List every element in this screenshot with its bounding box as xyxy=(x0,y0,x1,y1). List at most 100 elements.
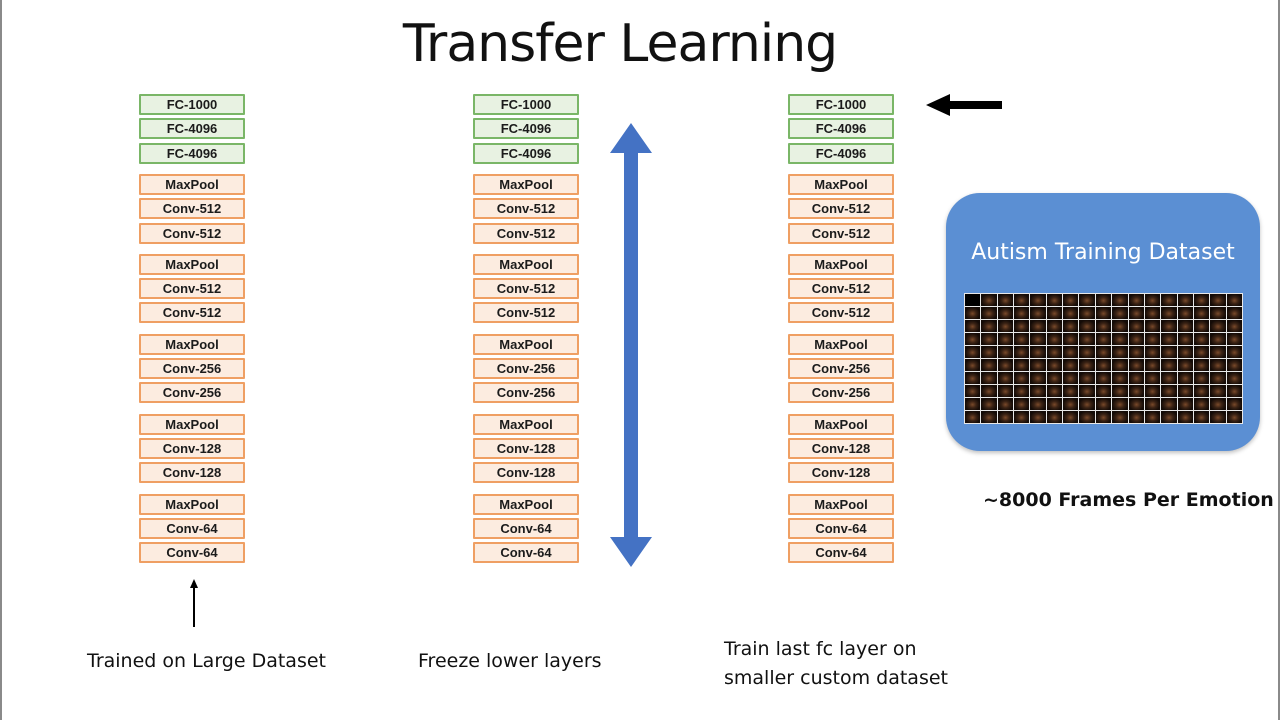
layer-box-maxpool: MaxPool xyxy=(788,493,894,515)
frame-thumbnail xyxy=(997,320,1014,332)
frame-thumbnail xyxy=(997,346,1014,358)
layer-box-conv-512: Conv-512 xyxy=(139,222,245,244)
frame-thumbnail xyxy=(1079,294,1095,306)
layer-box-maxpool: MaxPool xyxy=(139,253,245,275)
frame-thumbnail xyxy=(1193,294,1210,306)
layer-box-conv-128: Conv-128 xyxy=(473,462,579,484)
layer-box-conv-128: Conv-128 xyxy=(139,437,245,459)
frame-thumbnail xyxy=(1046,411,1063,423)
frame-thumbnail xyxy=(1112,320,1128,332)
frame-thumbnail xyxy=(1046,372,1063,384)
frame-thumbnail xyxy=(1177,307,1193,319)
frame-thumbnail xyxy=(1210,385,1226,397)
frame-thumbnail xyxy=(1210,294,1226,306)
layer-box-conv-512: Conv-512 xyxy=(139,198,245,220)
frame-thumbnail xyxy=(1014,359,1030,371)
frame-thumbnail xyxy=(1014,307,1030,319)
layer-box-conv-512: Conv-512 xyxy=(788,198,894,220)
frame-thumbnail xyxy=(1210,411,1226,423)
caption-finetune: Train last fc layer on smaller custom da… xyxy=(724,635,948,693)
frame-thumbnail xyxy=(1161,359,1177,371)
frame-thumbnail xyxy=(1128,372,1144,384)
frame-thumbnail xyxy=(1063,294,1079,306)
frame-thumbnail xyxy=(1161,346,1177,358)
frame-thumbnail xyxy=(1030,372,1046,384)
frame-thumbnail xyxy=(1030,333,1046,345)
frame-thumbnail xyxy=(1095,333,1112,345)
layer-box-conv-64: Conv-64 xyxy=(473,542,579,564)
frame-thumbnail xyxy=(1128,294,1144,306)
frame-thumbnail xyxy=(1193,333,1210,345)
frame-thumbnail xyxy=(1014,333,1030,345)
frame-thumbnail xyxy=(997,307,1014,319)
frame-thumbnail xyxy=(1193,346,1210,358)
layer-box-fc-4096: FC-4096 xyxy=(473,118,579,140)
frame-thumbnail xyxy=(1095,385,1112,397)
frame-thumbnail xyxy=(1177,294,1193,306)
frame-thumbnail xyxy=(997,411,1014,423)
frame-thumbnail xyxy=(1177,398,1193,410)
layer-box-conv-256: Conv-256 xyxy=(139,382,245,404)
frame-thumbnail xyxy=(1046,294,1063,306)
frame-thumbnail xyxy=(965,320,981,332)
frame-thumbnail xyxy=(1046,385,1063,397)
frame-thumbnail xyxy=(1161,333,1177,345)
layer-box-conv-512: Conv-512 xyxy=(788,222,894,244)
frame-thumbnail xyxy=(1128,359,1144,371)
frame-thumbnail xyxy=(1079,411,1095,423)
layer-box-conv-256: Conv-256 xyxy=(788,382,894,404)
frame-thumbnail xyxy=(1030,346,1046,358)
layer-box-conv-64: Conv-64 xyxy=(788,542,894,564)
frame-thumbnail xyxy=(1079,307,1095,319)
layer-box-conv-512: Conv-512 xyxy=(788,278,894,300)
frame-thumbnail xyxy=(997,294,1014,306)
frame-thumbnail xyxy=(965,307,981,319)
frame-thumbnail xyxy=(1014,385,1030,397)
frame-thumbnail xyxy=(1210,372,1226,384)
layer-box-maxpool: MaxPool xyxy=(139,413,245,435)
frame-thumbnail xyxy=(1161,307,1177,319)
layer-box-conv-512: Conv-512 xyxy=(788,302,894,324)
frame-thumbnail xyxy=(981,346,997,358)
frame-thumbnail xyxy=(981,372,997,384)
layer-box-maxpool: MaxPool xyxy=(788,173,894,195)
frame-thumbnail xyxy=(1226,411,1242,423)
frame-thumbnail xyxy=(1144,294,1161,306)
frame-thumbnail xyxy=(1193,320,1210,332)
frame-thumbnail xyxy=(1079,320,1095,332)
frame-thumbnail xyxy=(1226,385,1242,397)
layer-box-maxpool: MaxPool xyxy=(473,333,579,355)
frame-thumbnail xyxy=(1112,346,1128,358)
frame-thumbnail xyxy=(965,346,981,358)
frame-thumbnail xyxy=(981,307,997,319)
frame-thumbnail xyxy=(1144,307,1161,319)
pretrained-up-arrow-icon xyxy=(190,579,198,627)
frame-thumbnail xyxy=(981,320,997,332)
frame-thumbnail xyxy=(1046,307,1063,319)
frame-thumbnail xyxy=(1095,294,1112,306)
frame-thumbnail xyxy=(1144,333,1161,345)
frame-thumbnail xyxy=(1112,372,1128,384)
frame-thumbnail xyxy=(997,385,1014,397)
layer-box-conv-256: Conv-256 xyxy=(788,358,894,379)
caption-finetune-line-2: smaller custom dataset xyxy=(724,667,948,689)
frame-thumbnail xyxy=(1193,307,1210,319)
freeze-double-arrow-icon xyxy=(610,123,652,567)
frame-thumbnail xyxy=(1063,411,1079,423)
frame-thumbnail xyxy=(1193,359,1210,371)
layer-box-conv-256: Conv-256 xyxy=(473,382,579,404)
frame-thumbnail xyxy=(1030,411,1046,423)
layer-box-maxpool: MaxPool xyxy=(139,493,245,515)
layer-box-maxpool: MaxPool xyxy=(473,253,579,275)
frame-thumbnail xyxy=(1177,411,1193,423)
frame-thumbnail xyxy=(1128,398,1144,410)
frame-thumbnail xyxy=(1063,320,1079,332)
layer-box-conv-512: Conv-512 xyxy=(473,198,579,220)
frame-thumbnail xyxy=(1177,385,1193,397)
frame-thumbnail xyxy=(1193,411,1210,423)
caption-pretrained: Trained on Large Dataset xyxy=(87,650,326,672)
frame-thumbnail xyxy=(1144,398,1161,410)
layer-box-maxpool: MaxPool xyxy=(788,253,894,275)
slide-left-edge xyxy=(0,0,2,720)
